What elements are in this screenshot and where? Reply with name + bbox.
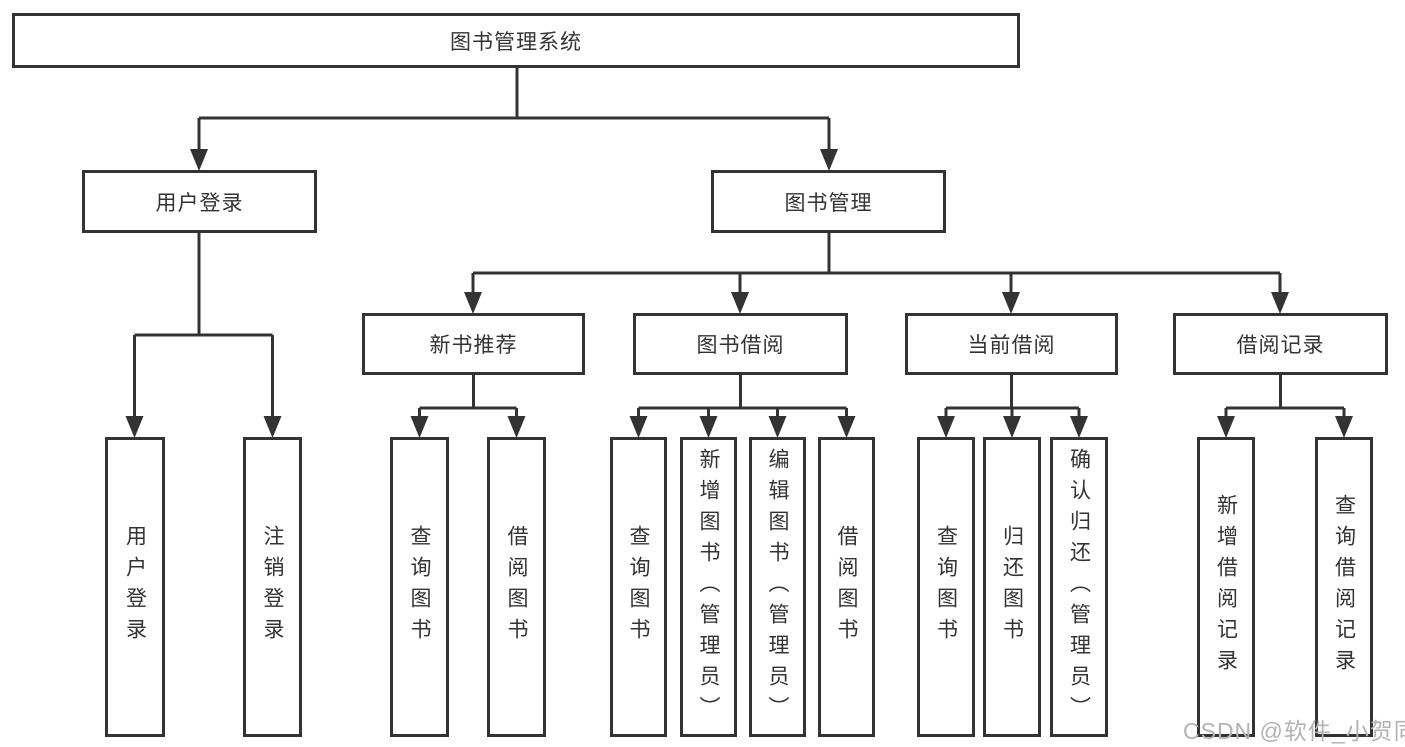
node-leaf-add-borrow-record: 新增借阅记录 — [1197, 437, 1255, 737]
arrow-down-icon — [699, 416, 718, 438]
arrow-down-icon — [768, 416, 787, 438]
csdn-watermark: CSDN @软件_小贺同学 — [1183, 718, 1405, 744]
node-leaf-query-books-current: 查询图书 — [917, 437, 975, 737]
arrow-down-icon — [1271, 292, 1289, 314]
node-leaf-confirm-return-admin: 确认归还（管理员） — [1050, 437, 1108, 737]
arrow-down-icon — [125, 416, 144, 438]
node-leaf-query-books-rec: 查询图书 — [390, 437, 449, 737]
node-user-login: 用户登录 — [82, 170, 317, 233]
arrow-down-icon — [1070, 416, 1088, 438]
arrow-down-icon — [464, 292, 482, 314]
arrow-down-icon — [937, 416, 955, 438]
arrow-down-icon — [1335, 416, 1353, 438]
node-leaf-add-books-admin: 新增图书（管理员） — [680, 437, 737, 737]
arrow-down-icon — [507, 416, 526, 438]
node-leaf-return-books: 归还图书 — [983, 437, 1041, 737]
arrow-down-icon — [629, 416, 648, 438]
connector-user-login-to-leaves — [133, 233, 274, 418]
node-leaf-query-books-borrow: 查询图书 — [610, 437, 667, 737]
node-leaf-borrow-books-rec: 借阅图书 — [487, 437, 546, 737]
connector-book-management-to-level3 — [471, 233, 1282, 294]
arrow-down-icon — [410, 416, 429, 438]
node-leaf-logout-login: 注销登录 — [243, 437, 302, 737]
arrow-down-icon — [263, 416, 282, 438]
node-book-borrowing: 图书借阅 — [633, 313, 848, 375]
node-leaf-edit-books-admin: 编辑图书（管理员） — [749, 437, 806, 737]
node-current-borrowing: 当前借阅 — [905, 313, 1118, 375]
arrow-down-icon — [1002, 292, 1020, 314]
arrow-down-icon — [190, 149, 208, 171]
node-borrowing-records: 借阅记录 — [1173, 313, 1388, 375]
connector-current-borrowing-to-leaves — [944, 375, 1081, 418]
node-book-management: 图书管理 — [711, 170, 946, 233]
node-leaf-query-borrow-record: 查询借阅记录 — [1315, 437, 1373, 737]
node-new-book-recommendation: 新书推荐 — [362, 313, 585, 375]
arrow-down-icon — [1217, 416, 1235, 438]
connector-book-borrowing-to-leaves — [637, 375, 848, 418]
arrow-down-icon — [1003, 416, 1021, 438]
arrow-down-icon — [820, 149, 838, 171]
connector-borrow-records-to-leaves — [1224, 375, 1346, 418]
connector-new-book-rec-to-leaves — [418, 375, 518, 418]
arrow-down-icon — [731, 292, 749, 314]
connector-root-to-level2 — [197, 68, 831, 151]
arrow-down-icon — [837, 416, 856, 438]
node-leaf-borrow-books: 借阅图书 — [818, 437, 875, 737]
node-library-management-system: 图书管理系统 — [12, 13, 1020, 68]
node-leaf-user-login: 用户登录 — [105, 437, 165, 737]
